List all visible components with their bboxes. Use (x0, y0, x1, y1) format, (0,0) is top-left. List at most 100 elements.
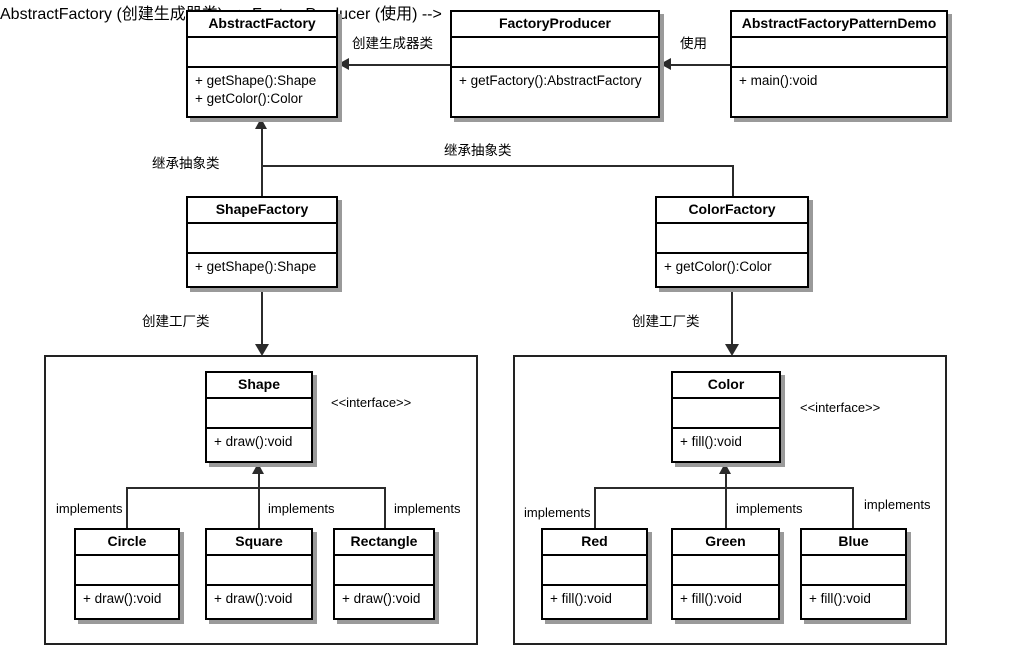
operation-fill-color: + fill():void (680, 434, 742, 450)
class-box-demo[interactable]: AbstractFactoryPatternDemo + main():void (730, 10, 948, 118)
operation-main: + main():void (739, 73, 818, 89)
class-attributes-demo (732, 38, 946, 69)
class-attributes-shape (207, 399, 311, 430)
class-attributes-circle (76, 556, 178, 587)
edge-shapefactory-to-abstractfactory (261, 129, 263, 196)
class-name-green: Green (673, 530, 778, 557)
class-name-red: Red (543, 530, 646, 557)
class-operations-abstract-factory: + getShape():Shape + getColor():Color (188, 68, 336, 111)
edge-color-tree-drop-red (594, 487, 596, 530)
class-box-circle[interactable]: Circle + draw():void (74, 528, 180, 620)
edge-color-tree-trunk (725, 474, 727, 530)
class-attributes-color-factory (657, 224, 807, 255)
class-name-blue: Blue (802, 530, 905, 557)
edge-label-uses: 使用 (680, 36, 707, 51)
arrowhead-colorfactory-to-colorgroup (725, 344, 739, 356)
class-name-circle: Circle (76, 530, 178, 557)
class-box-square[interactable]: Square + draw():void (205, 528, 313, 620)
class-attributes-square (207, 556, 311, 587)
edge-label-create-factory-right: 创建工厂类 (632, 314, 700, 329)
arrowhead-shapefactory-to-shapegroup (255, 344, 269, 356)
operation-fill-red: + fill():void (550, 591, 612, 607)
stereotype-label-color: <<interface>> (800, 400, 881, 415)
class-operations-circle: + draw():void (76, 586, 178, 611)
operation-draw-square: + draw():void (214, 591, 293, 607)
color-implementations-group (513, 355, 947, 645)
operation-getcolor-cf: + getColor():Color (664, 259, 772, 275)
class-operations-shape-factory: + getShape():Shape (188, 254, 336, 279)
class-name-shape: Shape (207, 373, 311, 400)
class-name-abstract-factory: AbstractFactory (188, 12, 336, 39)
edge-shape-tree-bar (126, 487, 384, 489)
class-name-color-factory: ColorFactory (657, 198, 807, 225)
edge-label-inherit-abstract-right: 继承抽象类 (444, 143, 512, 158)
class-operations-blue: + fill():void (802, 586, 905, 611)
class-box-shape-factory[interactable]: ShapeFactory + getShape():Shape (186, 196, 338, 288)
edge-label-create-builder: 创建生成器类 (352, 36, 433, 51)
class-operations-demo: + main():void (732, 68, 946, 93)
class-attributes-red (543, 556, 646, 587)
class-attributes-color (673, 399, 779, 430)
edge-label-implements-color-1: implements (524, 505, 591, 520)
arrowhead-shapefactory-to-abstractfactory (255, 118, 267, 129)
operation-getfactory: + getFactory():AbstractFactory (459, 73, 642, 89)
class-box-color-factory[interactable]: ColorFactory + getColor():Color (655, 196, 809, 288)
arrowhead-producer-to-abstractfactory (338, 58, 349, 70)
class-box-green[interactable]: Green + fill():void (671, 528, 780, 620)
class-attributes-blue (802, 556, 905, 587)
edge-label-implements-shape-3: implements (394, 501, 461, 516)
class-attributes-shape-factory (188, 224, 336, 255)
edge-shape-tree-drop-rectangle (384, 487, 386, 530)
edge-shape-tree-drop-circle (126, 487, 128, 530)
arrowhead-shape-tree-trunk (252, 463, 264, 474)
edge-shape-tree-trunk (258, 474, 260, 530)
class-attributes-factory-producer (452, 38, 658, 69)
class-operations-rectangle: + draw():void (335, 586, 433, 611)
class-attributes-green (673, 556, 778, 587)
class-operations-color: + fill():void (673, 429, 779, 454)
class-operations-red: + fill():void (543, 586, 646, 611)
class-box-blue[interactable]: Blue + fill():void (800, 528, 907, 620)
operation-getcolor: + getColor():Color (195, 90, 303, 106)
class-operations-square: + draw():void (207, 586, 311, 611)
shape-implementations-group (44, 355, 478, 645)
edge-label-implements-color-3: implements (864, 497, 931, 512)
edge-colorfactory-to-colorgroup (731, 288, 733, 344)
class-name-shape-factory: ShapeFactory (188, 198, 336, 225)
class-name-color: Color (673, 373, 779, 400)
edge-color-tree-drop-blue (852, 487, 854, 530)
class-box-color[interactable]: Color + fill():void (671, 371, 781, 463)
edge-label-create-factory-left: 创建工厂类 (142, 314, 210, 329)
edge-colorfactory-to-branch (732, 165, 734, 196)
operation-draw-shape: + draw():void (214, 434, 293, 450)
class-name-factory-producer: FactoryProducer (452, 12, 658, 39)
class-name-square: Square (207, 530, 311, 557)
edge-color-tree-bar (594, 487, 852, 489)
edge-label-implements-color-2: implements (736, 501, 803, 516)
operation-fill-blue: + fill():void (809, 591, 871, 607)
operation-getshape-sf: + getShape():Shape (195, 259, 317, 275)
edge-label-implements-shape-2: implements (268, 501, 335, 516)
edge-shapefactory-to-shapegroup (261, 288, 263, 344)
class-box-factory-producer[interactable]: FactoryProducer + getFactory():AbstractF… (450, 10, 660, 118)
operation-draw-circle: + draw():void (83, 591, 162, 607)
operation-fill-green: + fill():void (680, 591, 742, 607)
edge-inheritance-branch (261, 165, 734, 167)
class-operations-shape: + draw():void (207, 429, 311, 454)
class-operations-color-factory: + getColor():Color (657, 254, 807, 279)
class-box-shape[interactable]: Shape + draw():void (205, 371, 313, 463)
class-attributes-rectangle (335, 556, 433, 587)
operation-getshape: + getShape():Shape (195, 73, 317, 89)
operation-draw-rectangle: + draw():void (342, 591, 421, 607)
class-attributes-abstract-factory (188, 38, 336, 69)
class-name-rectangle: Rectangle (335, 530, 433, 557)
arrowhead-demo-to-producer (660, 58, 671, 70)
class-box-red[interactable]: Red + fill():void (541, 528, 648, 620)
stereotype-label-shape: <<interface>> (331, 395, 412, 410)
class-box-rectangle[interactable]: Rectangle + draw():void (333, 528, 435, 620)
arrowhead-color-tree-trunk (719, 463, 731, 474)
class-box-abstract-factory[interactable]: AbstractFactory + getShape():Shape + get… (186, 10, 338, 118)
edge-producer-to-abstractfactory (348, 64, 450, 66)
class-operations-factory-producer: + getFactory():AbstractFactory (452, 68, 658, 93)
